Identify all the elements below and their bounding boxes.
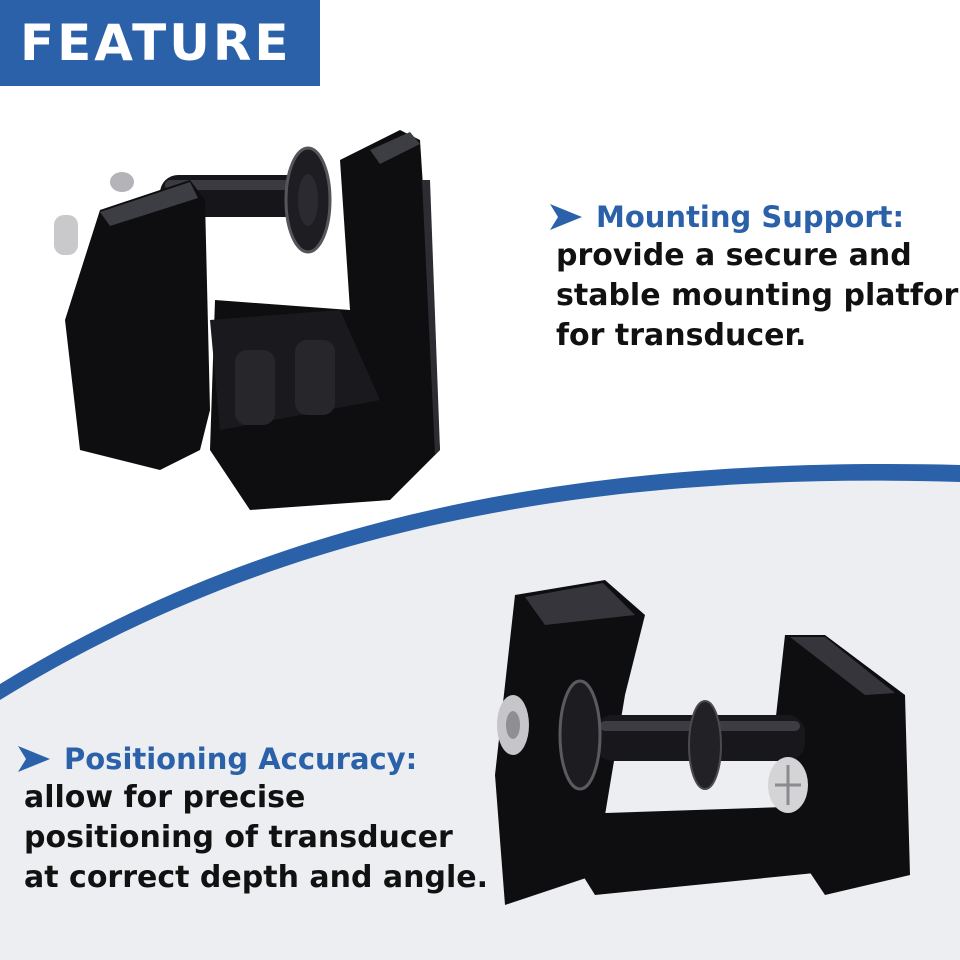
- feature-heading: Mounting Support:: [596, 200, 905, 234]
- product-image-top: [54, 130, 440, 510]
- feature-heading-row: Positioning Accuracy:: [16, 740, 488, 778]
- chevron-right-icon: [550, 204, 582, 230]
- feature-description-line: stable mounting platform: [556, 278, 960, 313]
- feature-description-line: provide a secure and: [556, 238, 912, 273]
- feature-badge: FEATURE: [0, 0, 320, 86]
- feature-positioning-accuracy: Positioning Accuracy: allow for precise …: [16, 740, 488, 898]
- feature-description-line: allow for precise: [24, 780, 306, 815]
- product-image-bottom: [495, 580, 910, 905]
- feature-description-line: positioning of transducer: [24, 820, 453, 855]
- feature-description-line: at correct depth and angle.: [24, 860, 488, 895]
- feature-heading: Positioning Accuracy:: [64, 742, 418, 776]
- feature-mounting-support: Mounting Support: provide a secure and s…: [548, 198, 960, 356]
- feature-heading-row: Mounting Support:: [548, 198, 960, 236]
- feature-badge-title: FEATURE: [20, 14, 292, 72]
- feature-description-line: for transducer.: [556, 318, 807, 353]
- chevron-right-icon: [18, 746, 50, 772]
